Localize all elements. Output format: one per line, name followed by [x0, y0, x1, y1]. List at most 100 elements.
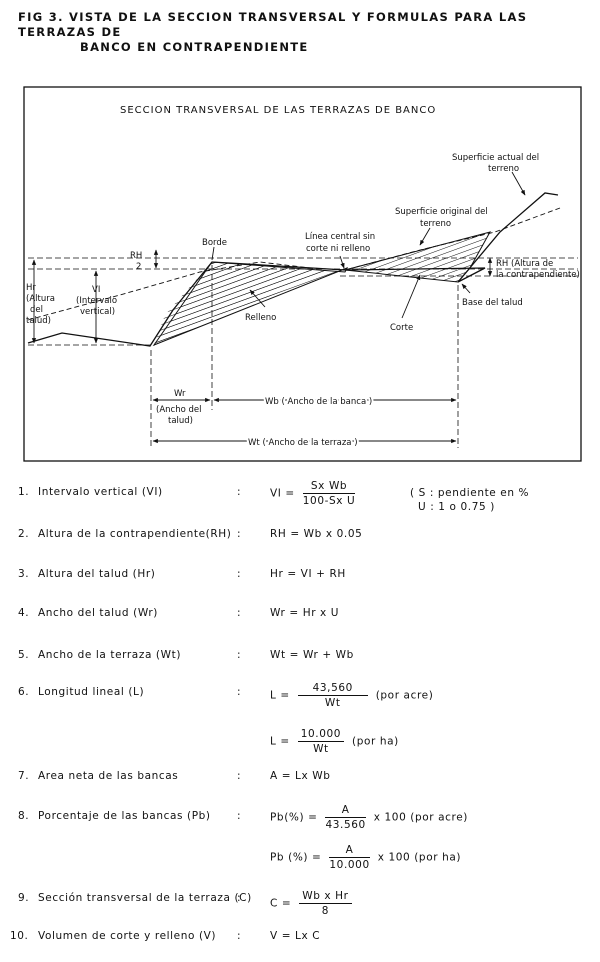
label-vi-1: VI — [92, 285, 100, 295]
formula-colon: : — [237, 686, 242, 698]
leader-superficie-original — [419, 227, 431, 246]
formula-row-4: 4. Ancho del talud (Wr) : Wr = Hr x U — [0, 607, 600, 637]
diagram-frame — [23, 86, 582, 462]
formula-colon: : — [237, 528, 242, 540]
formula-number: 8. — [18, 810, 30, 822]
formula-tail: (por ha) — [352, 735, 399, 748]
formula-colon: : — [237, 892, 242, 904]
formula-label: Longitud lineal (L) — [38, 686, 145, 698]
formula-expression: RH = Wb x 0.05 — [270, 528, 363, 540]
formula-label: Intervalo vertical (VI) — [38, 486, 163, 498]
fraction-denominator: 10.000 — [329, 859, 370, 871]
formula-label: Altura del talud (Hr) — [38, 568, 156, 580]
fraction-numerator: A — [325, 804, 366, 818]
label-superficie-original-1: Superficie original del — [395, 207, 488, 217]
diagram-title: SECCION TRANSVERSAL DE LAS TERRAZAS DE B… — [120, 105, 436, 116]
formula-number: 9. — [18, 892, 30, 904]
formula-number: 10. — [10, 930, 29, 942]
fill-area-relleno-b — [154, 262, 330, 345]
fraction-numerator: 43,560 — [297, 682, 368, 696]
formula-label: Ancho del talud (Wr) — [38, 607, 158, 619]
fraction-denominator: Wt — [313, 743, 329, 755]
formula-row-7: 7. Area neta de las bancas : A = Lx Wb — [0, 770, 600, 800]
label-superficie-actual-1: Superficie actual del — [452, 153, 539, 163]
formula-row-2: 2. Altura de la contrapendiente(RH) : RH… — [0, 528, 600, 558]
fraction-numerator: Sx Wb — [302, 480, 356, 494]
formula-row-8: 8. Porcentaje de las bancas (Pb) : Pb(%)… — [0, 804, 600, 880]
label-hr-3: del — [30, 305, 43, 315]
label-superficie-actual-2: terreno — [488, 164, 519, 174]
label-hr-1: Hr — [26, 283, 36, 293]
caption-line-2: BANCO EN CONTRAPENDIENTE — [80, 40, 309, 54]
label-wb: Wb ( Ancho de la banca ) — [265, 397, 372, 407]
formula-expression: Hr = VI + RH — [270, 568, 346, 580]
label-rh-right-2: la contrapendiente) — [496, 270, 580, 280]
formula-number: 6. — [18, 686, 30, 698]
label-rh-top: RH — [130, 251, 142, 261]
formula-note: ( S : pendiente en % U : 1 o 0.75 ) — [410, 486, 529, 514]
fraction-numerator: A — [329, 844, 370, 858]
note-line-2: U : 1 o 0.75 ) — [418, 501, 495, 513]
formula-label: Ancho de la terraza (Wt) — [38, 649, 182, 661]
formula-lhs: Pb (%) = — [270, 851, 322, 864]
formula-tail: (por acre) — [375, 689, 434, 702]
formula-number: 4. — [18, 607, 30, 619]
label-superficie-original-2: terreno — [420, 219, 451, 229]
label-vi-2: (Intervalo — [76, 296, 117, 306]
formula-number: 3. — [18, 568, 30, 580]
formula-label: Porcentaje de las bancas (Pb) — [38, 810, 211, 822]
formula-number: 1. — [18, 486, 30, 498]
formula-expression: Wt = Wr + Wb — [270, 649, 354, 661]
label-borde: Borde — [202, 238, 227, 248]
figure-caption: FIG 3. VISTA DE LA SECCION TRANSVERSAL Y… — [18, 10, 600, 55]
formula-number: 5. — [18, 649, 30, 661]
formula-colon: : — [237, 810, 242, 822]
leader-borde — [211, 246, 215, 261]
note-line-1: ( S : pendiente en % — [410, 487, 530, 499]
label-base-talud: Base del talud — [462, 298, 523, 308]
label-wr-3: talud) — [168, 416, 193, 426]
formula-tail: x 100 (por acre) — [373, 811, 468, 824]
formula-colon: : — [237, 486, 242, 498]
formula-colon: : — [237, 930, 242, 942]
leader-corte — [401, 274, 421, 319]
leader-base-talud — [461, 283, 471, 294]
fraction-denominator: 43.560 — [325, 819, 366, 831]
formula-number: 7. — [18, 770, 30, 782]
formula-lhs: Pb(%) = — [270, 811, 318, 824]
label-hr-4: talud) — [26, 316, 51, 326]
label-vi-3: vertical) — [80, 307, 115, 317]
fraction-denominator: 100-Sx U — [302, 495, 356, 507]
formula-row-5: 5. Ancho de la terraza (Wt) : Wt = Wr + … — [0, 649, 600, 679]
label-wr-1: Wr — [174, 389, 186, 399]
formula-number: 2. — [18, 528, 30, 540]
formula-expression: Wr = Hr x U — [270, 607, 340, 619]
formula-label: Volumen de corte y relleno (V) — [38, 930, 217, 942]
formula-colon: : — [237, 770, 242, 782]
formula-label: Sección transversal de la terraza (C) — [38, 892, 252, 904]
formula-colon: : — [237, 568, 242, 580]
label-wr-2: (Ancho del — [156, 405, 201, 415]
formula-row-10: 10. Volumen de corte y relleno (V) : V =… — [0, 930, 600, 960]
leader-superficie-actual — [511, 171, 526, 196]
fraction-numerator: Wb x Hr — [299, 890, 352, 904]
fraction-denominator: Wt — [324, 697, 341, 709]
fraction-numerator: 10.000 — [297, 728, 345, 742]
label-linea-central-2: corte ni relleno — [306, 244, 370, 254]
formula-label: Area neta de las bancas — [38, 770, 179, 782]
label-rh-right-1: RH (Altura de — [496, 259, 553, 269]
cross-section-diagram: SECCION TRANSVERSAL DE LAS TERRAZAS DE B… — [23, 86, 582, 462]
label-corte: Corte — [390, 323, 413, 333]
formula-colon: : — [237, 649, 242, 661]
fraction-denominator: 8 — [321, 905, 330, 917]
